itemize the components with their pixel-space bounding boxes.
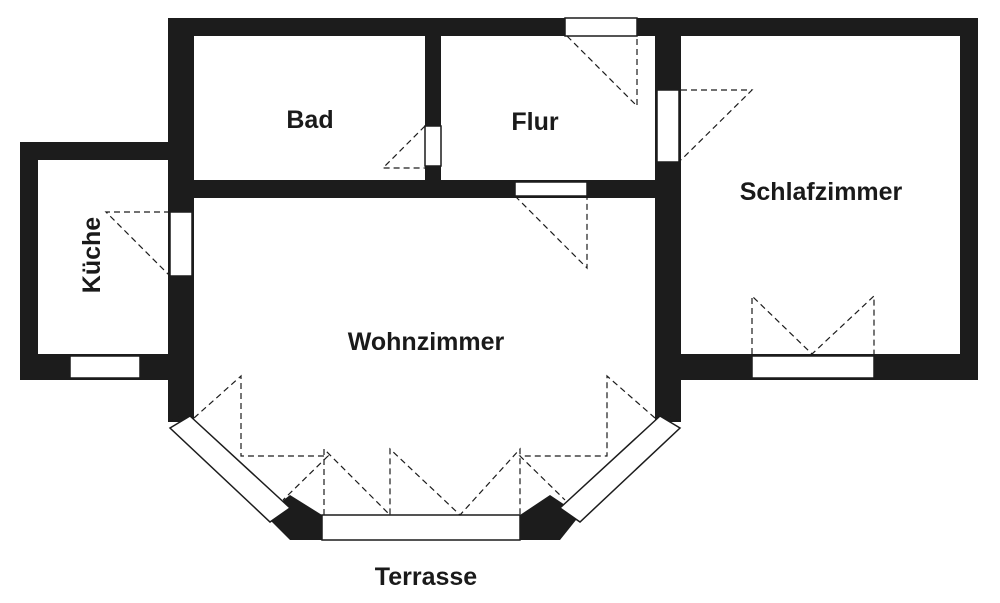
label-kueche: Küche [78,217,106,294]
label-flur: Flur [511,108,558,136]
swing-bay-front [323,447,521,517]
swing-bay-left [193,374,330,501]
wall-flur-bedroom [655,18,681,422]
door-bad-flur [424,125,442,167]
wall-mid-horizontal [168,180,678,198]
label-schlafzimmer: Schlafzimmer [740,178,903,206]
wall-left-upper [168,18,194,198]
door-kueche-wohnzimmer [169,211,193,277]
window-bedroom-bottom [751,355,875,379]
window-bay-left [168,415,292,523]
swing-bedroom-door [680,89,754,161]
label-terrasse: Terrasse [375,563,477,591]
swing-bay-right [518,374,656,501]
swing-wohn-door [514,195,588,270]
window-bay-right [558,415,682,523]
door-swings [104,35,875,517]
door-flur-bedroom [656,89,680,163]
label-bad: Bad [286,106,333,134]
label-wohnzimmer: Wohnzimmer [348,328,505,356]
door-flur-wohnzimmer [514,181,588,197]
room-labels: Bad Flur Schlafzimmer Wohnzimmer Küche T… [78,106,903,591]
window-kueche-bottom [69,355,141,379]
wall-kitchen-top [20,142,194,160]
wall-right [960,18,978,380]
swing-flur-window [566,35,638,108]
swing-kueche-door [104,211,171,277]
openings [69,17,875,541]
window-bay-front [321,514,521,541]
window-flur-top [564,17,638,37]
wall-bad-flur [425,18,441,198]
swing-bad-door [381,125,426,169]
walls [20,18,978,540]
swing-bedroom-window [751,294,875,355]
wall-kitchen-left [20,142,38,380]
